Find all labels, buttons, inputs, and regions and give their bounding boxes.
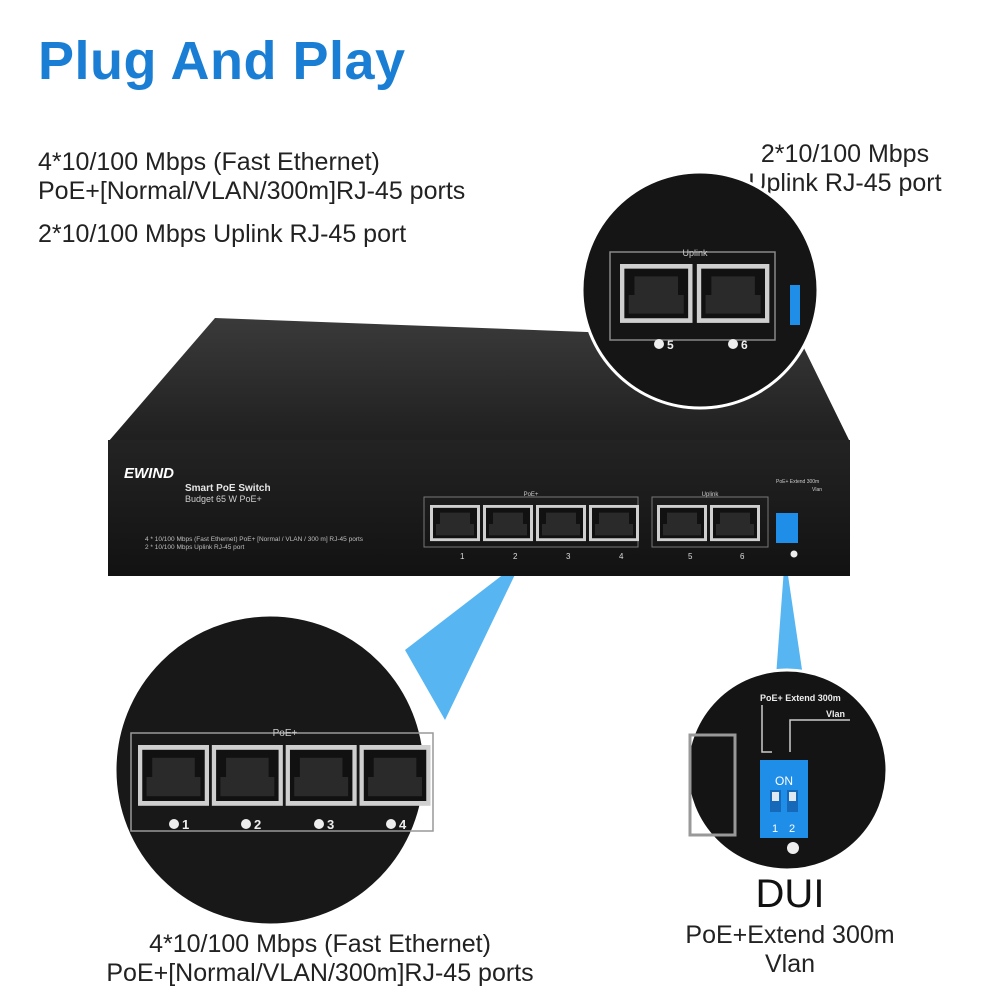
poe-group-label: PoE+: [524, 492, 539, 498]
uplink-group-frame: [651, 496, 769, 548]
dip-label-bottom-small: Vlan: [812, 487, 822, 493]
uplink-zoom-num-6: 6: [741, 338, 748, 352]
top-left-line-1: 4*10/100 Mbps (Fast Ethernet): [38, 148, 380, 176]
page-title: Plug And Play: [38, 31, 406, 91]
bottom-right-line-1: PoE+Extend 300m: [685, 921, 895, 949]
pwr-led-small: [790, 550, 798, 558]
port-label-2: 2: [513, 552, 518, 561]
dui-heading: DUI: [755, 872, 825, 916]
port-6[interactable]: [710, 505, 760, 542]
port-2[interactable]: [483, 505, 533, 542]
dip-leader-2: [789, 719, 850, 752]
uplink-zoom-port-6: [696, 264, 770, 323]
dip-label-top: PoE+ Extend 300m: [760, 693, 841, 703]
bottom-right-line-2: Vlan: [764, 950, 816, 978]
poe-zoom-num-1: 1: [182, 817, 189, 832]
device-spec-2: 2 * 10/100 Mbps Uplink RJ-45 port: [145, 544, 245, 551]
dui-zoom-port-edge: [688, 733, 737, 837]
dip-label-bottom: Vlan: [826, 709, 845, 719]
port-label-3: 3: [566, 552, 571, 561]
port-5[interactable]: [657, 505, 707, 542]
poe-zoom-led-4: [386, 819, 396, 829]
dip-toggle-2-knob: [789, 792, 796, 801]
poe-callout-beam: [405, 560, 522, 720]
uplink-zoom-num-5: 5: [667, 338, 674, 352]
poe-zoom-port-4: [359, 745, 431, 806]
port-3[interactable]: [536, 505, 586, 542]
port-4[interactable]: [589, 505, 639, 542]
bottom-left-line-1: 4*10/100 Mbps (Fast Ethernet): [149, 930, 491, 958]
port-label-5: 5: [688, 552, 693, 561]
top-right-line-1: 2*10/100 Mbps: [760, 140, 930, 168]
port-1[interactable]: [430, 505, 480, 542]
poe-zoom-port-2: [211, 745, 283, 806]
poe-zoom-led-2: [241, 819, 251, 829]
poe-zoom-num-2: 2: [254, 817, 261, 832]
device-model: Smart PoE Switch: [185, 483, 271, 494]
bottom-left-description: 4*10/100 Mbps (Fast Ethernet) PoE+[Norma…: [30, 930, 610, 988]
poe-zoom-num-3: 3: [327, 817, 334, 832]
brand-logo: EWIND: [124, 465, 174, 482]
bottom-right-description: DUI PoE+Extend 300m Vlan: [650, 872, 930, 979]
dip-switch-small[interactable]: [776, 513, 798, 543]
poe-zoom-led-3: [314, 819, 324, 829]
uplink-zoom-label: Uplink: [682, 248, 708, 258]
dip-num-1: 1: [772, 823, 778, 835]
port-label-4: 4: [619, 552, 624, 561]
uplink-zoom-led-5: [654, 339, 664, 349]
uplink-group-label: Uplink: [702, 492, 720, 498]
poe-zoom-num-4: 4: [399, 817, 407, 832]
dui-callout-beam: [775, 555, 805, 690]
top-left-line-2: PoE+[Normal/VLAN/300m]RJ-45 ports: [38, 177, 466, 205]
poe-zoom-led-1: [169, 819, 179, 829]
top-left-description: 4*10/100 Mbps (Fast Ethernet) PoE+[Norma…: [38, 148, 465, 249]
poe-zoom-frame: [130, 732, 434, 832]
poe-zoom-port-3: [285, 745, 357, 806]
uplink-zoom-frame: [609, 251, 776, 341]
dip-num-2: 2: [789, 823, 795, 835]
bottom-left-line-2: PoE+[Normal/VLAN/300m]RJ-45 ports: [106, 959, 534, 987]
dip-switch[interactable]: [760, 760, 808, 838]
uplink-zoom-dip-edge: [790, 285, 800, 325]
dip-toggle-1-knob: [772, 792, 779, 801]
poe-zoom-port-1: [138, 745, 209, 806]
dip-on-label: ON: [775, 774, 793, 788]
top-left-line-3: 2*10/100 Mbps Uplink RJ-45 port: [38, 220, 407, 248]
dip-leader-1: [761, 705, 772, 753]
device-spec-1: 4 * 10/100 Mbps (Fast Ethernet) PoE+ [No…: [145, 536, 364, 543]
top-right-description: 2*10/100 Mbps Uplink RJ-45 port: [700, 140, 990, 198]
uplink-zoom-led-6: [728, 339, 738, 349]
uplink-zoom-port-5: [620, 264, 693, 323]
port-label-1: 1: [460, 552, 465, 561]
device-budget: Budget 65 W PoE+: [185, 494, 262, 504]
top-right-line-2: Uplink RJ-45 port: [748, 169, 942, 197]
pwr-led: [787, 842, 799, 854]
dip-label-top-small: PoE+ Extend 300m: [776, 479, 819, 485]
poe-zoom-label: PoE+: [273, 728, 298, 739]
port-label-6: 6: [740, 552, 745, 561]
